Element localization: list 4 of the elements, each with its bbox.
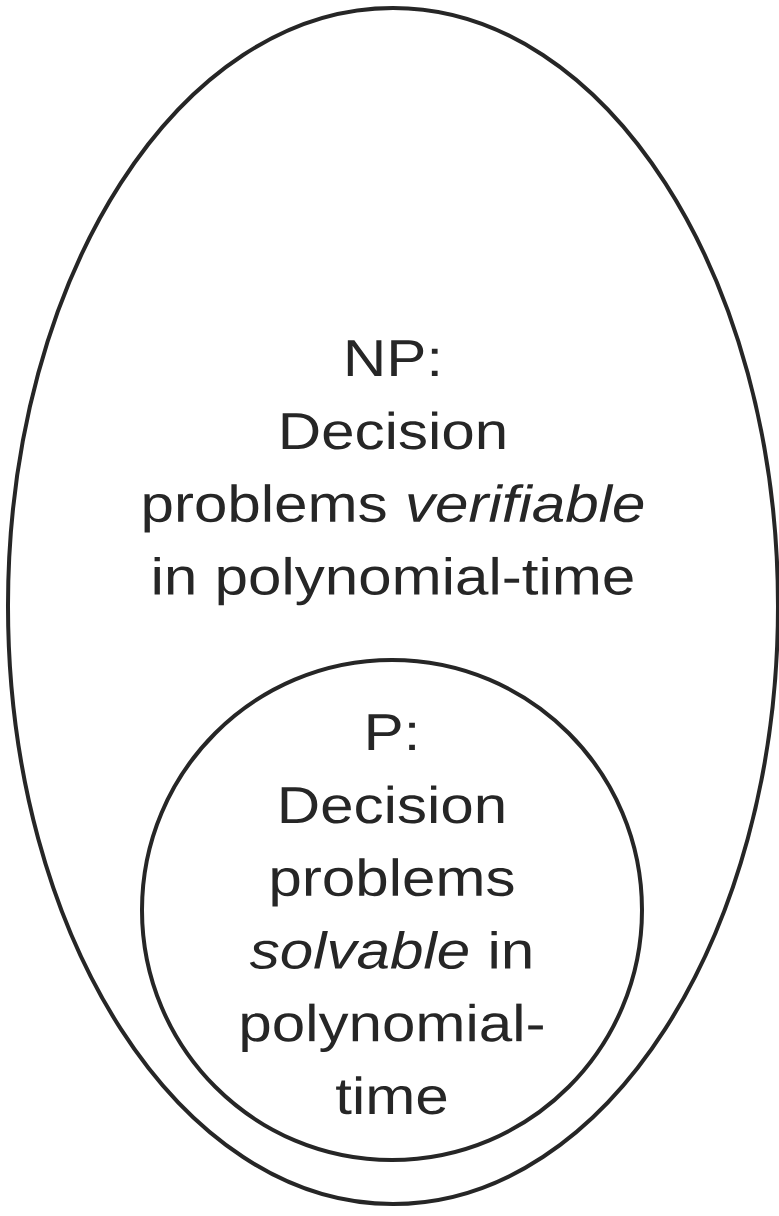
set-heading: NP: — [347, 340, 438, 376]
set-description: Decision problems verifiable in polynomial-time — [144, 411, 644, 606]
set-heading: P: — [368, 714, 415, 750]
set-description: Decision problems solvable in polynomial-time — [242, 785, 543, 1115]
